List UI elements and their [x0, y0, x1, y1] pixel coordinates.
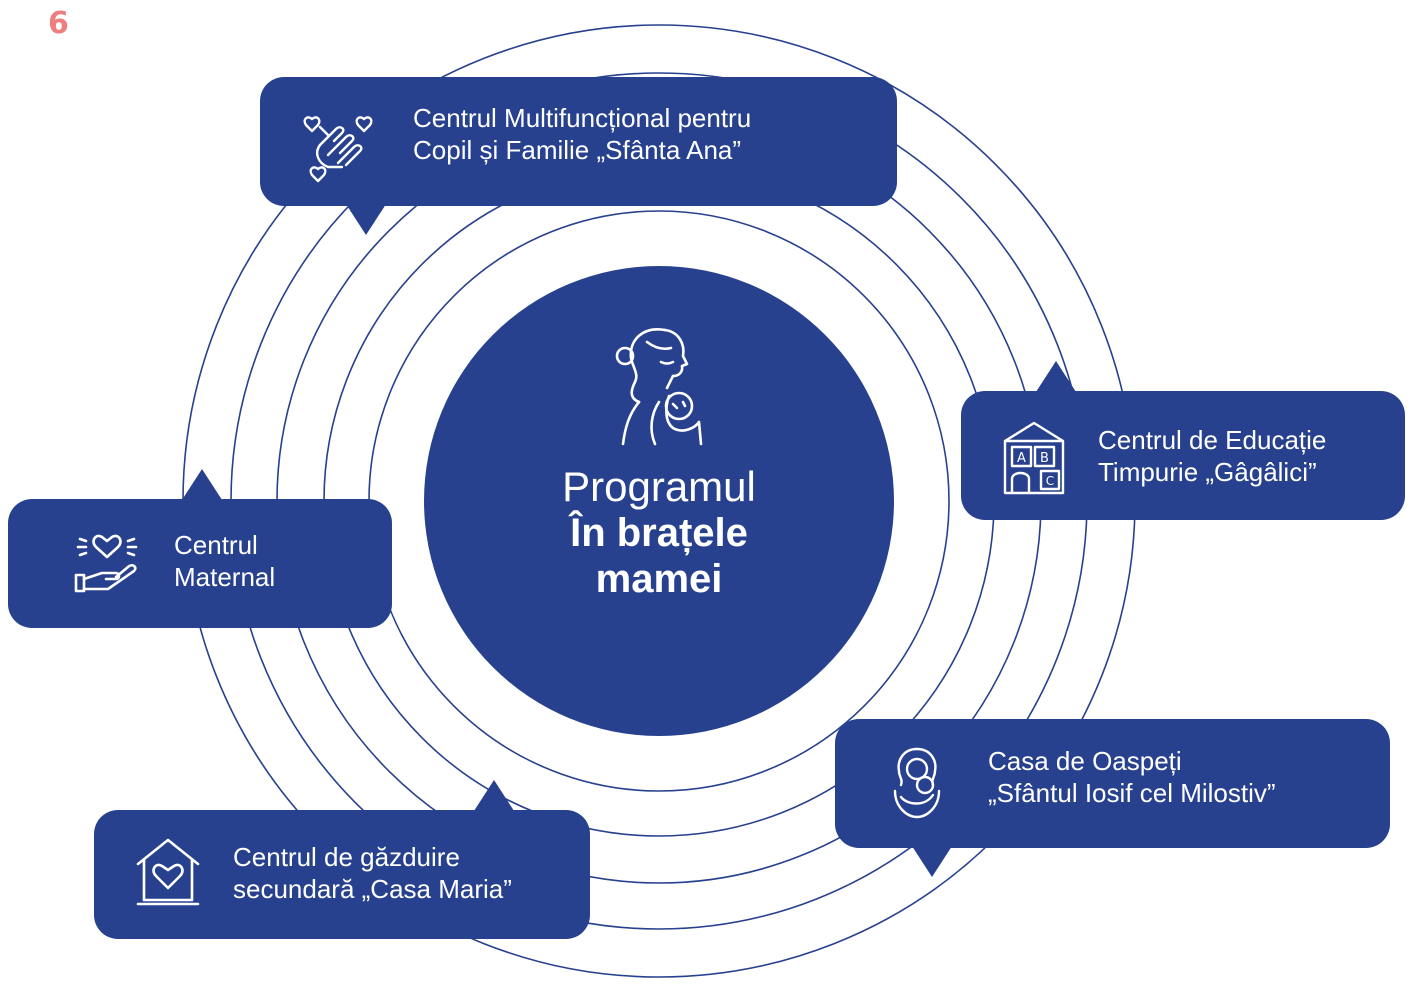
- center-maternal: Centrul Maternal: [8, 469, 392, 628]
- center-sfanta-ana: Centrul Multifuncțional pentru Copil și …: [260, 77, 897, 235]
- mother-with-baby-icon: [615, 328, 703, 446]
- svg-text:A: A: [1017, 451, 1026, 466]
- program-title-line1: Programul: [562, 463, 756, 510]
- center-maternal-label-line1: Centrul: [174, 530, 258, 560]
- center-casa-maria: Centrul de găzduire secundară „Casa Mari…: [94, 780, 590, 939]
- mother-hugging-child-icon: [893, 747, 941, 819]
- center-casa-oaspeti-label-line2: „Sfântul Iosif cel Milostiv”: [988, 778, 1276, 808]
- center-casa-maria-label-line2: secundară „Casa Maria”: [233, 874, 512, 904]
- center-gagalici: A B C Centrul de Educație Timpurie „Gâgâ…: [961, 361, 1405, 520]
- program-title-line2: În brațele mamei: [570, 511, 748, 601]
- page-number: 6: [48, 6, 69, 41]
- abc-blocks-icon: A B C: [1003, 421, 1065, 495]
- center-sfanta-ana-label-line2: Copil și Familie „Sfânta Ana”: [413, 135, 742, 165]
- center-gagalici-label-line2: Timpurie „Gâgâlici”: [1098, 457, 1317, 487]
- center-maternal-label-line2: Maternal: [174, 562, 276, 592]
- house-with-heart-icon: [136, 838, 200, 906]
- center-casa-oaspeti: Casa de Oaspeți „Sfântul Iosif cel Milos…: [835, 719, 1390, 877]
- center-gagalici-label-line1: Centrul de Educație: [1098, 425, 1327, 455]
- center-casa-maria-label-line1: Centrul de găzduire: [233, 842, 460, 872]
- svg-text:B: B: [1040, 451, 1049, 466]
- center-sfanta-ana-label-line1: Centrul Multifuncțional pentru: [413, 103, 752, 133]
- program-hub: Programul În brațele mamei: [424, 266, 894, 736]
- hands-with-hearts-icon: [303, 116, 373, 183]
- heart-in-hand-icon: [74, 534, 138, 593]
- center-casa-oaspeti-label-line1: Casa de Oaspeți: [988, 746, 1182, 776]
- svg-text:C: C: [1046, 474, 1054, 488]
